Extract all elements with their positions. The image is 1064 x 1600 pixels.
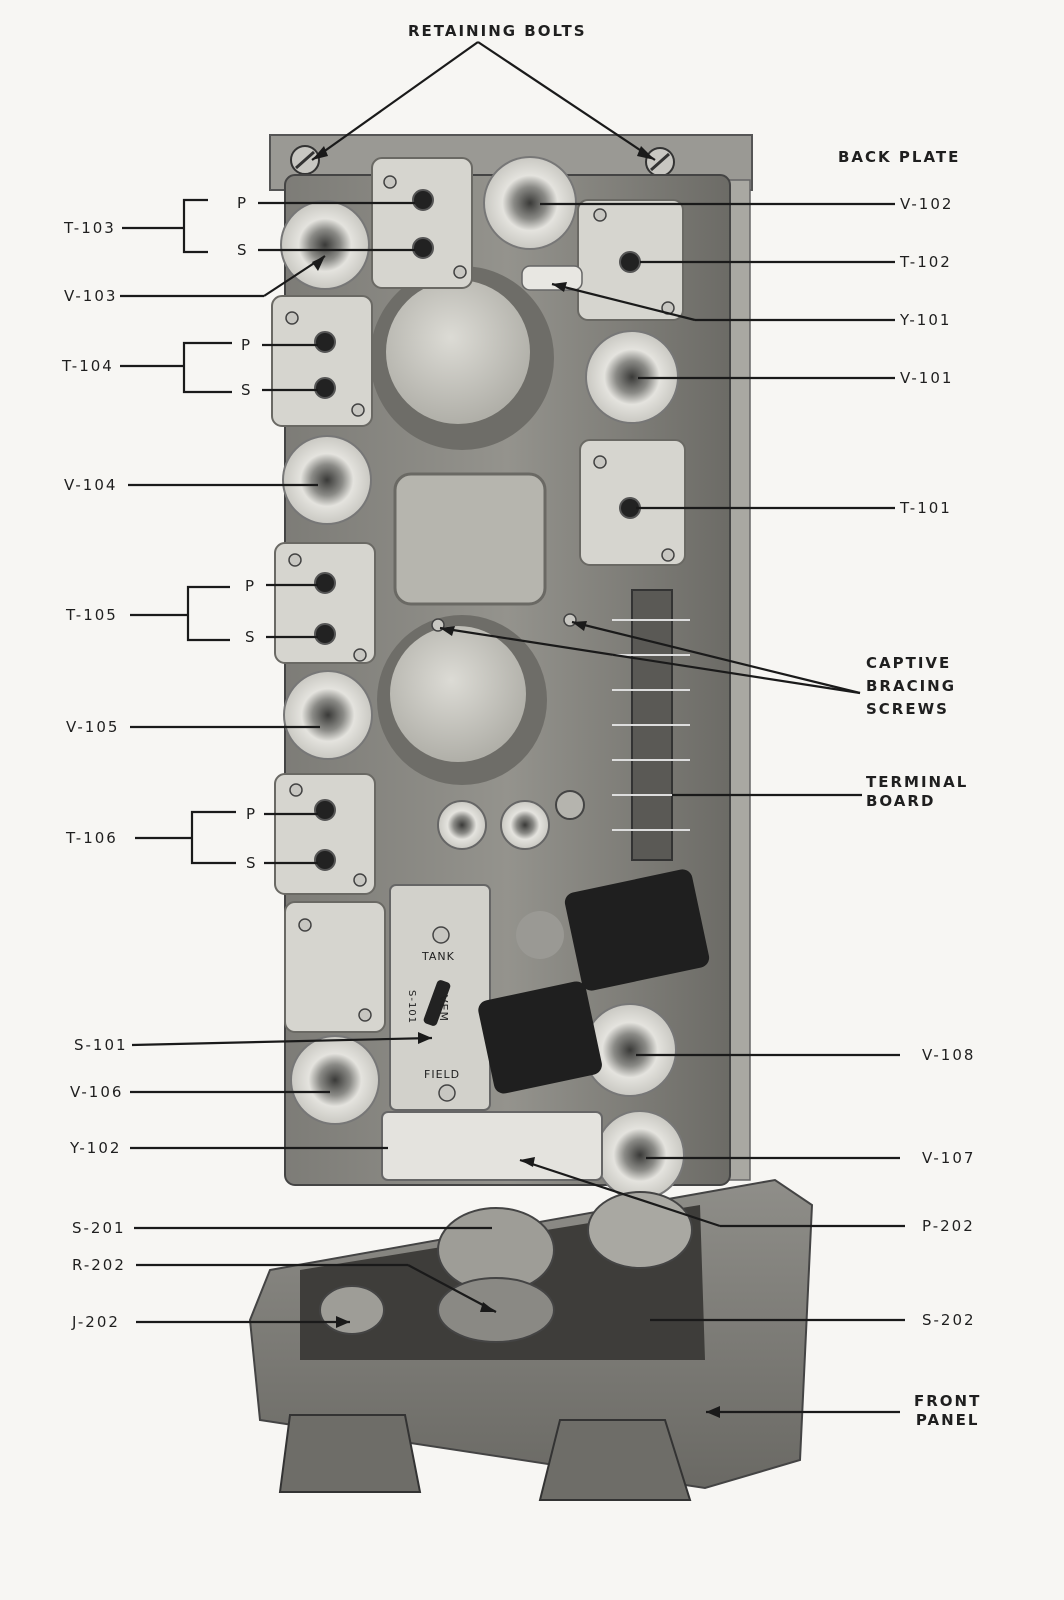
label-t106: T-106	[66, 829, 118, 847]
arrowheads	[312, 146, 720, 1418]
label-t103-s: S	[237, 241, 249, 259]
label-t105-s: S	[245, 628, 257, 646]
capacitor-block-1	[564, 869, 710, 991]
label-t102: T-102	[900, 253, 952, 271]
panel-text-field: FIELD	[424, 1068, 461, 1081]
label-r202: R-202	[72, 1256, 126, 1274]
label-p202: P-202	[922, 1217, 975, 1235]
label-front-panel: FRONT PANEL	[914, 1392, 981, 1430]
label-v102: V-102	[900, 195, 954, 213]
j202-jack	[319, 1285, 385, 1335]
v105-socket	[283, 670, 373, 760]
v106-socket	[290, 1035, 380, 1125]
panel-text-s101: S-101	[406, 990, 417, 1025]
label-v106: V-106	[70, 1083, 124, 1101]
label-terminal-line-1: TERMINAL	[866, 773, 969, 791]
knob-left	[278, 1414, 422, 1493]
label-y101: Y-101	[900, 311, 952, 329]
label-captive-bracing-screws: CAPTIVE BRACING SCREWS	[866, 652, 956, 721]
panel-text-vem: VEM	[437, 995, 450, 1022]
label-back-plate: BACK PLATE	[838, 148, 961, 166]
label-terminal-board: TERMINAL BOARD	[866, 773, 968, 811]
s202-switch	[587, 1191, 693, 1269]
label-v107: V-107	[922, 1149, 976, 1167]
t103-box	[371, 157, 473, 289]
t104-box	[271, 295, 373, 427]
label-s202: S-202	[922, 1311, 976, 1329]
label-v103: V-103	[64, 287, 118, 305]
transformer-center	[393, 472, 547, 606]
label-t104-s: S	[241, 381, 253, 399]
label-v104: V-104	[64, 476, 118, 494]
label-retaining-bolts: RETAINING BOLTS	[408, 22, 587, 40]
y101-crystal	[521, 265, 583, 291]
label-t104-p: P	[241, 336, 253, 354]
label-t105: T-105	[66, 606, 118, 624]
p202-plug	[381, 1111, 603, 1181]
label-t103-p: P	[237, 194, 249, 212]
label-t105-p: P	[245, 577, 257, 595]
tube-sockets	[280, 156, 685, 1200]
panel-text-tank: TANK	[422, 950, 455, 963]
capacitor-block-2	[478, 981, 602, 1094]
v107-socket	[595, 1110, 685, 1200]
label-t103: T-103	[64, 219, 116, 237]
blank-box	[284, 901, 386, 1033]
label-j202: J-202	[72, 1313, 120, 1331]
label-t104: T-104	[62, 357, 114, 375]
v103-socket	[280, 200, 370, 290]
label-front-line-2: PANEL	[915, 1411, 980, 1429]
label-captive-line-2: BRACING	[866, 677, 957, 695]
label-v105: V-105	[66, 718, 120, 736]
label-terminal-line-2: BOARD	[866, 792, 936, 810]
label-s201: S-201	[72, 1219, 126, 1237]
label-s101: S-101	[74, 1036, 128, 1054]
v104-socket	[282, 435, 372, 525]
label-v101: V-101	[900, 369, 954, 387]
label-captive-line-3: SCREWS	[866, 700, 949, 718]
label-t106-p: P	[246, 805, 258, 823]
label-front-line-1: FRONT	[914, 1392, 982, 1410]
leader-lines	[120, 41, 905, 1414]
t105-box	[274, 542, 376, 664]
label-t106-s: S	[246, 854, 258, 872]
knob-right	[538, 1419, 692, 1501]
label-v108: V-108	[922, 1046, 976, 1064]
label-y102: Y-102	[70, 1139, 122, 1157]
label-captive-line-1: CAPTIVE	[866, 654, 952, 672]
label-t101: T-101	[900, 499, 952, 517]
